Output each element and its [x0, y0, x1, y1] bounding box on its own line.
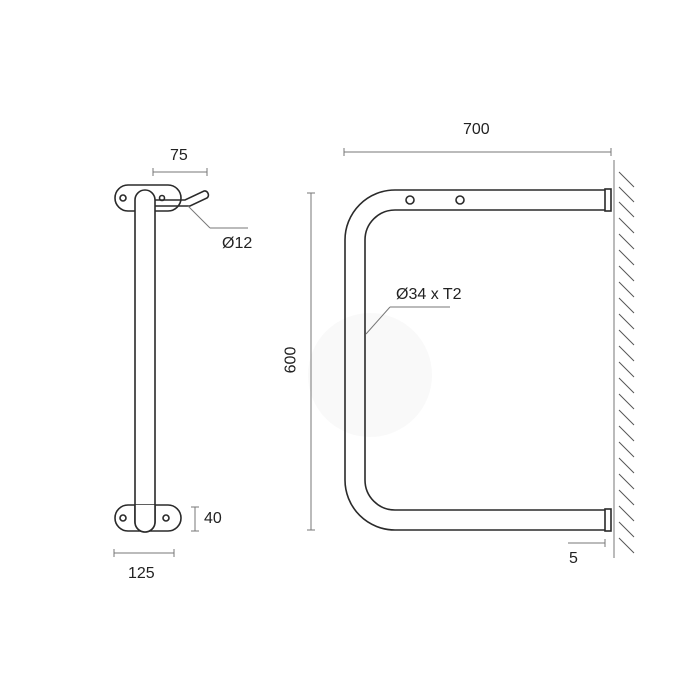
dim-label-height: 600: [282, 346, 300, 374]
dim-label-75: 75: [170, 147, 188, 164]
dim-line-700: [343, 148, 612, 156]
dim-label-width: 700: [463, 121, 490, 138]
dim-label-pipe-diameter: Ø12: [222, 235, 253, 252]
watermark-logo: [308, 313, 432, 437]
dim-label-offset: 5: [569, 550, 578, 567]
vertical-bar: [134, 189, 156, 533]
dim-label-tube: Ø34 x T2: [396, 286, 462, 303]
dim-line-600: [307, 192, 315, 531]
u-tube-outer: [344, 189, 605, 531]
dim-line-125: [113, 549, 175, 557]
dim-line-40: [191, 506, 199, 532]
bottom-mount-plate: [114, 504, 182, 532]
wall-hatch: [618, 171, 635, 554]
front-view: [307, 148, 635, 558]
dim-line-5: [568, 539, 606, 547]
dim-line-75: [152, 168, 208, 176]
side-view: [113, 168, 248, 557]
hook-pipe: [150, 190, 210, 207]
top-mount-plate: [114, 184, 182, 212]
dim-label-125: 125: [128, 565, 155, 582]
u-tube-inner: [364, 209, 605, 511]
dim-label-40: 40: [204, 510, 222, 527]
